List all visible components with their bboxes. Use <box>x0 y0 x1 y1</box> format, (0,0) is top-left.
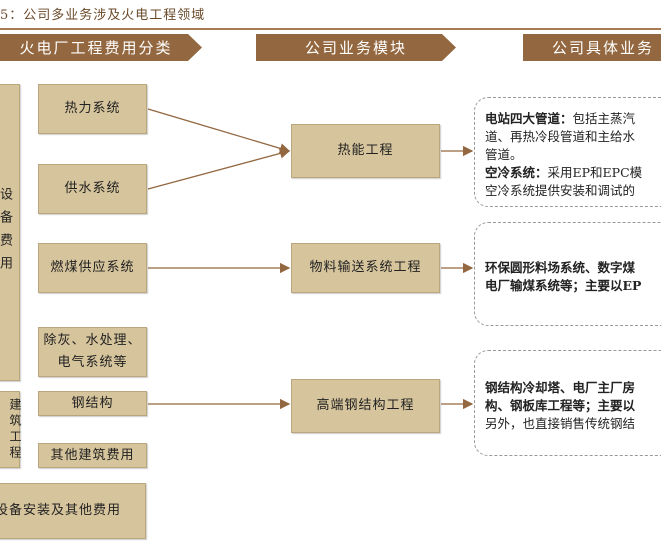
category-steel-structure: 钢结构 <box>38 391 147 416</box>
title-divider <box>0 28 661 30</box>
detail-steel: 钢结构冷却塔、电厂主厂房 构、钢板库工程等；主要以 另外，也直接销售传统钢结 <box>474 350 661 456</box>
figure-title: 5：公司多业务涉及火电工程领域 <box>0 8 206 23</box>
arrow-thermal <box>147 108 291 154</box>
header-business-modules: 公司业务模块 <box>256 34 456 61</box>
detail-thermal: 电站四大管道：包括主蒸汽 道、再热冷段管道和主给水 管道。 空冷系统：采用EP和… <box>474 97 661 207</box>
module-high-end-steel: 高端钢结构工程 <box>291 379 440 433</box>
detail-text: 包括主蒸汽 <box>572 111 636 126</box>
group-install-cost: 设备安装及其他费用 <box>0 483 146 539</box>
detail-text: 环保圆形料场系统、数字煤 <box>485 260 636 275</box>
category-ash-water-electric: 除灰、水处理、电气系统等 <box>38 327 147 377</box>
group-building-cost: 建筑工程费用 <box>0 391 22 468</box>
detail-text: 另外，也直接销售传统钢结 <box>485 416 636 431</box>
module-thermal-engineering: 热能工程 <box>291 124 440 178</box>
detail-text: 钢结构冷却塔、电厂主厂房 <box>485 380 636 395</box>
category-water-supply: 供水系统 <box>38 164 147 214</box>
detail-text: 构、钢板库工程等；主要以 <box>485 398 636 413</box>
category-other-building: 其他建筑费用 <box>38 443 147 468</box>
detail-label-aircooling: 空冷系统： <box>485 165 548 180</box>
detail-text: 电厂输煤系统等；主要以EP <box>485 278 642 293</box>
category-coal-supply: 燃煤供应系统 <box>38 243 147 293</box>
header-cost-classification: 火电厂工程费用分类 <box>0 34 202 61</box>
module-material-conveying: 物料输送系统工程 <box>291 243 440 293</box>
header-specific-business: 公司具体业务 <box>523 34 661 61</box>
arrow-water <box>147 148 291 190</box>
category-thermal-system: 热力系统 <box>38 84 147 134</box>
detail-label-pipes: 电站四大管道： <box>485 111 573 126</box>
detail-text: 空冷系统提供安装和调试的 <box>485 183 636 198</box>
detail-conveying: 环保圆形料场系统、数字煤 电厂输煤系统等；主要以EP <box>474 222 661 326</box>
detail-text: 管道。 <box>485 147 523 162</box>
group-equipment-cost: 设备费用 <box>0 84 20 381</box>
detail-text: 道、再热冷段管道和主给水 <box>485 129 636 144</box>
detail-text: 采用EP和EPC模 <box>547 165 643 180</box>
